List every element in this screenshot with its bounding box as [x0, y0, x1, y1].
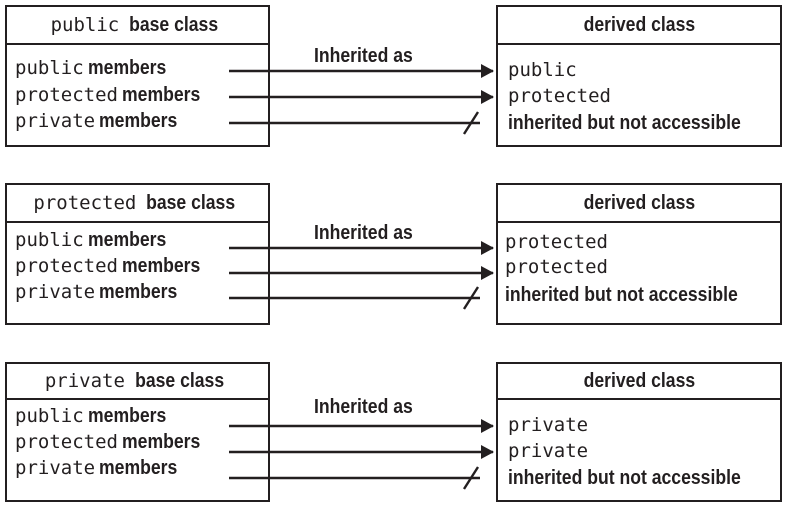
base-class-suffix: base class	[146, 191, 236, 214]
derived-class-header: derived class	[498, 185, 780, 223]
blocked-slash	[462, 111, 480, 135]
base-class-header: protected base class	[7, 185, 268, 223]
base-class-suffix: base class	[135, 369, 225, 392]
blocked-slash	[462, 466, 480, 490]
not-accessible-label: inherited but not accessible	[508, 467, 741, 489]
members-label: members	[87, 57, 166, 79]
private-base-class-box: private base class public members protec…	[5, 362, 270, 502]
inherited-as-label: Inherited as	[314, 45, 413, 67]
not-accessible-label: inherited but not accessible	[505, 284, 738, 306]
access-keyword: protected	[15, 431, 118, 453]
derived-class-header: derived class	[498, 364, 780, 400]
members-label: members	[99, 457, 178, 479]
access-keyword: private	[15, 281, 96, 303]
derived-member-2: protected	[508, 85, 611, 107]
private-members-row: private members	[15, 457, 188, 480]
inherited-as-label: Inherited as	[314, 222, 413, 244]
protected-members-row: protected members	[15, 84, 211, 107]
protected-base-class-box: protected base class public members prot…	[5, 183, 270, 325]
protected-members-row: protected members	[15, 431, 211, 454]
private-members-row: private members	[15, 110, 188, 133]
members-label: members	[121, 255, 201, 277]
access-keyword: public	[15, 229, 84, 251]
public-base-class-box: public base class public members protect…	[5, 5, 270, 147]
base-keyword: public	[50, 14, 120, 36]
access-keyword: private	[15, 110, 96, 132]
derived-member-2: protected	[505, 256, 608, 278]
derived-class-header: derived class	[498, 7, 780, 45]
derived-member-2: private	[508, 440, 589, 462]
derived-class-box: derived class protected protected inheri…	[496, 183, 782, 325]
access-keyword: protected	[15, 84, 118, 106]
members-label: members	[87, 405, 166, 427]
members-label: members	[121, 431, 201, 453]
access-keyword: public	[15, 405, 84, 427]
derived-class-box: derived class public protected inherited…	[496, 5, 782, 147]
access-keyword: protected	[15, 255, 118, 277]
base-class-header: public base class	[7, 7, 268, 45]
members-label: members	[87, 229, 166, 251]
base-keyword: private	[44, 370, 125, 392]
derived-class-box: derived class private private inherited …	[496, 362, 782, 502]
base-class-suffix: base class	[129, 13, 219, 36]
derived-member-1: protected	[505, 231, 608, 253]
protected-members-row: protected members	[15, 255, 211, 278]
not-accessible-label: inherited but not accessible	[508, 112, 741, 134]
public-members-row: public members	[15, 405, 177, 428]
members-label: members	[99, 110, 178, 132]
derived-member-1: private	[508, 414, 589, 436]
members-label: members	[99, 281, 178, 303]
derived-member-1: public	[508, 59, 577, 81]
blocked-slash	[462, 286, 480, 310]
public-members-row: public members	[15, 57, 177, 80]
inherited-as-label: Inherited as	[314, 396, 413, 418]
access-keyword: private	[15, 457, 96, 479]
access-keyword: public	[15, 57, 84, 79]
public-members-row: public members	[15, 229, 177, 252]
base-keyword: protected	[33, 192, 137, 214]
members-label: members	[121, 84, 201, 106]
base-class-header: private base class	[7, 364, 268, 400]
private-members-row: private members	[15, 281, 188, 304]
